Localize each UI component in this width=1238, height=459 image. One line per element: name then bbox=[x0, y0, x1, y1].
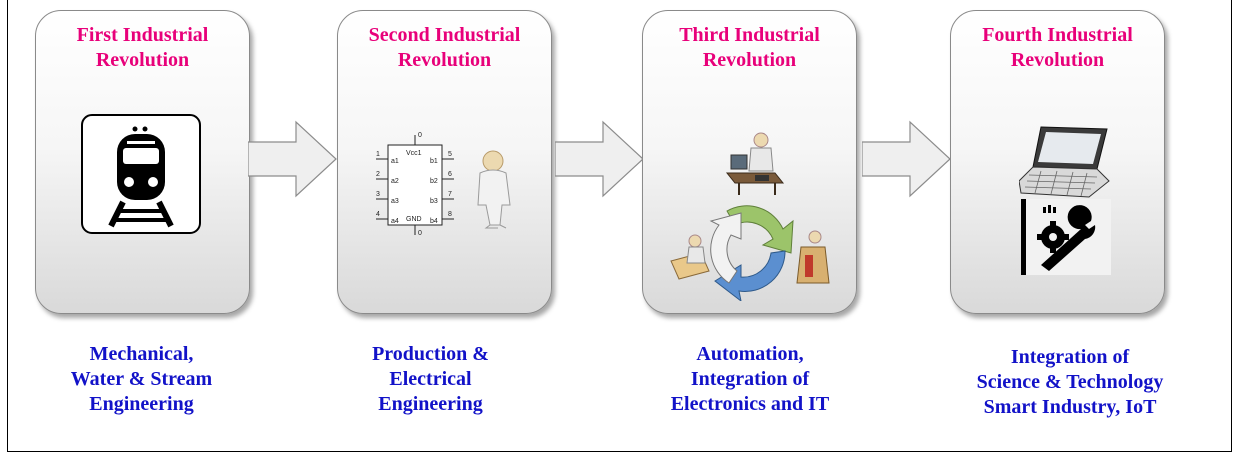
description-line: Water & Stream bbox=[70, 368, 213, 390]
worker-icon bbox=[477, 150, 511, 229]
chip-label: b4 bbox=[430, 218, 438, 225]
chip-label: 0 bbox=[418, 230, 422, 237]
description-line: Electrical bbox=[389, 368, 472, 390]
description-line: Production & bbox=[372, 343, 489, 365]
stage-title-first: First Industrial Revolution bbox=[36, 23, 249, 73]
stage-title-line: Revolution bbox=[397, 49, 492, 71]
chip-label: b3 bbox=[430, 198, 438, 205]
chip-label: b2 bbox=[430, 178, 438, 185]
stage-description-second: Production & Electrical Engineering bbox=[329, 342, 532, 417]
stage-card-second: Second Industrial Revolution 0 0 Vcc1 GN… bbox=[337, 10, 552, 314]
stage-title-fourth: Fourth Industrial Revolution bbox=[951, 23, 1164, 73]
chip-label: 7 bbox=[448, 191, 452, 198]
computer-worker-icon bbox=[725, 132, 785, 195]
chip-label: a2 bbox=[391, 178, 399, 185]
stage-title-line: Revolution bbox=[1010, 49, 1105, 71]
stage-title-line: Fourth Industrial bbox=[982, 24, 1133, 46]
chip-label: 5 bbox=[448, 151, 452, 158]
ic-chip-icon: 0 0 Vcc1 GND 1 2 3 4 a1 a2 a3 a4 5 6 7 8… bbox=[376, 132, 454, 237]
stage-title-line: Second Industrial bbox=[368, 24, 521, 46]
stage-title-line: Revolution bbox=[702, 49, 797, 71]
chip-label: Vcc1 bbox=[406, 150, 422, 157]
description-line: Integration of bbox=[1010, 346, 1130, 368]
stage-card-first: First Industrial Revolution bbox=[35, 10, 250, 314]
stage-description-fourth: Integration of Science & Technology Smar… bbox=[950, 345, 1190, 420]
chip-label: GND bbox=[406, 216, 422, 223]
chip-label: 2 bbox=[376, 171, 380, 178]
stage-title-line: Third Industrial bbox=[679, 24, 820, 46]
stage-title-line: Revolution bbox=[95, 49, 190, 71]
chip-label: 6 bbox=[448, 171, 452, 178]
stage-card-fourth: Fourth Industrial Revolution bbox=[950, 10, 1165, 314]
description-line: Electronics and IT bbox=[670, 393, 830, 415]
chip-label: b1 bbox=[430, 158, 438, 165]
diagram-frame bbox=[7, 0, 1232, 452]
description-line: Integration of bbox=[690, 368, 810, 390]
chip-label: a3 bbox=[391, 198, 399, 205]
chip-label: 8 bbox=[448, 211, 452, 218]
train-icon bbox=[81, 114, 201, 234]
stage-title-second: Second Industrial Revolution bbox=[338, 23, 551, 73]
stage-title-third: Third Industrial Revolution bbox=[643, 23, 856, 73]
arrow-right-icon bbox=[248, 120, 337, 198]
description-line: Engineering bbox=[89, 393, 194, 415]
description-line: Automation, bbox=[696, 343, 804, 365]
laptop-icon bbox=[1019, 126, 1110, 198]
chip-label: 3 bbox=[376, 191, 380, 198]
description-line: Mechanical, bbox=[89, 343, 194, 365]
stage-description-first: Mechanical, Water & Stream Engineering bbox=[40, 342, 243, 417]
wrench-gear-icon bbox=[1021, 199, 1111, 275]
stage-description-third: Automation, Integration of Electronics a… bbox=[640, 342, 860, 417]
chip-label: 1 bbox=[376, 151, 380, 158]
stage-title-line: First Industrial bbox=[76, 24, 209, 46]
chip-label: a4 bbox=[391, 218, 399, 225]
description-line: Engineering bbox=[378, 393, 483, 415]
description-line: Science & Technology bbox=[976, 371, 1164, 393]
description-line: Smart Industry, IoT bbox=[983, 396, 1157, 418]
cycle-arrows-icon bbox=[670, 205, 830, 301]
stage-card-third: Third Industrial Revolution bbox=[642, 10, 857, 314]
chip-label: 4 bbox=[376, 211, 380, 218]
chip-label: 0 bbox=[418, 132, 422, 139]
arrow-right-icon bbox=[555, 120, 644, 198]
arrow-right-icon bbox=[862, 120, 951, 198]
chip-label: a1 bbox=[391, 158, 399, 165]
